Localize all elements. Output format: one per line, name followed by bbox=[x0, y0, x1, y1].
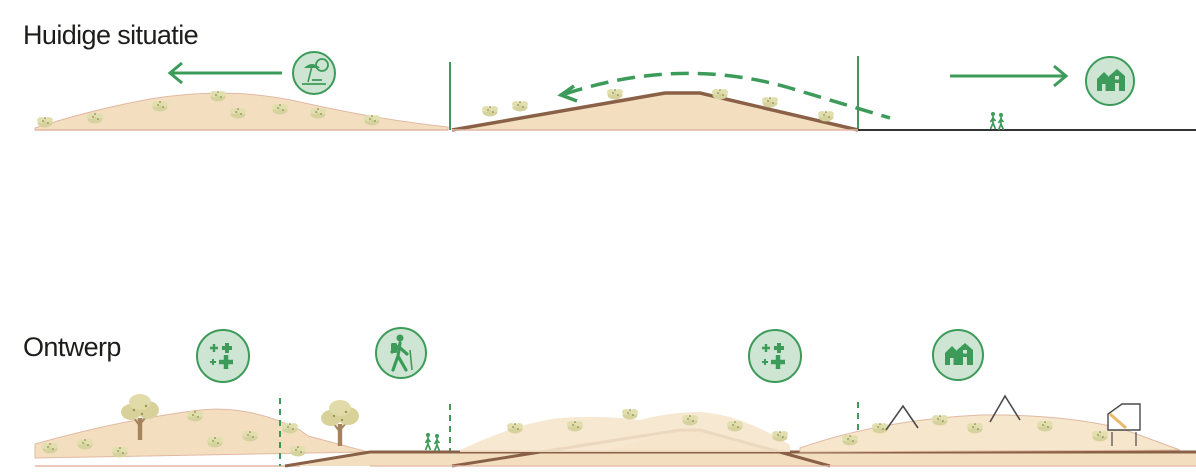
arrow-left-icon bbox=[170, 63, 282, 83]
beach-icon bbox=[293, 52, 335, 94]
arrow-right-icon bbox=[950, 66, 1066, 86]
hiker-icon bbox=[376, 328, 426, 378]
nature-plus-icon bbox=[749, 330, 801, 382]
nature-plus-icon bbox=[197, 330, 249, 382]
design-section bbox=[35, 328, 1196, 466]
hikers bbox=[991, 112, 1004, 130]
current-situation-section bbox=[35, 52, 1196, 130]
houses-icon bbox=[933, 330, 983, 380]
houses-icon bbox=[1086, 57, 1134, 105]
dike bbox=[452, 93, 858, 130]
hikers bbox=[426, 433, 440, 451]
